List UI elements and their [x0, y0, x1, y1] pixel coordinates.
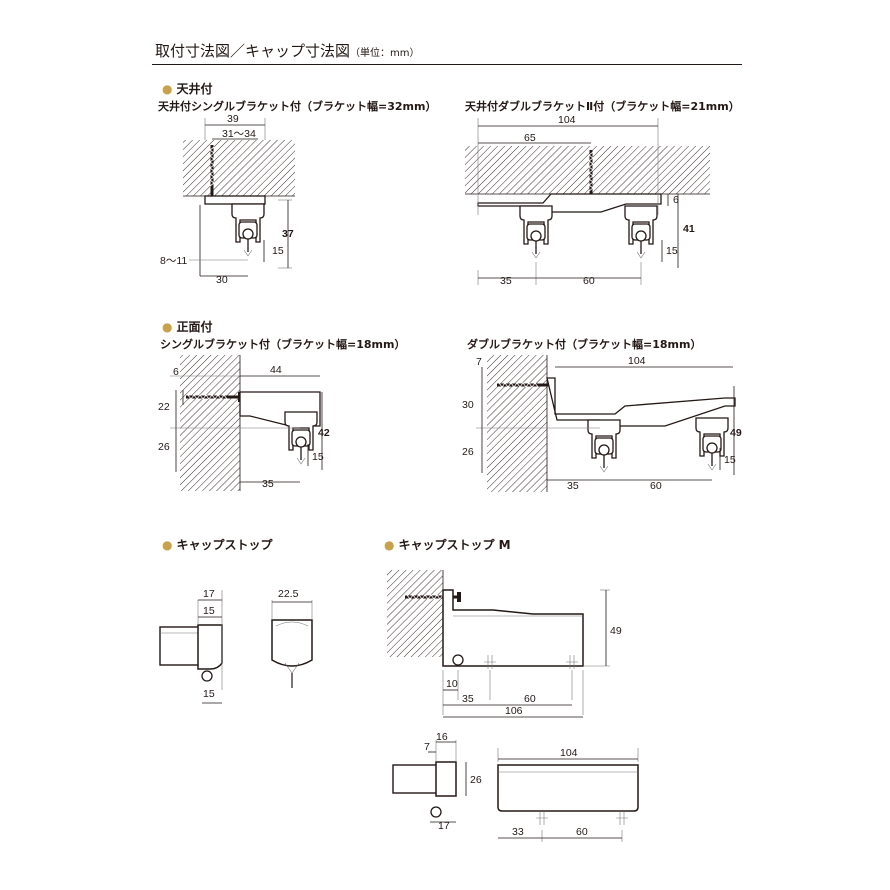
- wall-hatch: [387, 570, 443, 657]
- ceiling-hatch: [465, 146, 710, 194]
- bullet-icon: ●: [384, 538, 395, 552]
- dim-106: 106: [505, 705, 523, 717]
- dim-6: 6: [673, 194, 679, 206]
- heading-text: 天井付: [176, 82, 213, 96]
- ceiling-single-title: 天井付シングルブラケット付（ブラケット幅=32mm）: [158, 100, 437, 113]
- dim-33: 33: [512, 826, 524, 838]
- dim-26: 26: [462, 446, 474, 458]
- dim-16: 16: [436, 731, 448, 743]
- dim-44: 44: [270, 364, 282, 376]
- dim-42: 42: [318, 427, 330, 439]
- dim-35: 35: [462, 693, 474, 705]
- dim-15: 15: [272, 245, 284, 257]
- front-double-title: ダブルブラケット付（ブラケット幅=18mm）: [467, 338, 702, 351]
- dim-60-b: 60: [576, 826, 588, 838]
- dim-26: 26: [158, 441, 170, 453]
- wall-hatch: [180, 355, 240, 491]
- unit-label: （単位：mm）: [350, 48, 420, 59]
- heading-text: キャップストップ: [176, 538, 273, 552]
- section-heading-capstop: ●キャップストップ: [162, 536, 273, 553]
- dim-6: 6: [173, 366, 179, 378]
- front-single-diagram: 6 44 22 26 42 15 35: [158, 355, 330, 491]
- front-double-diagram: 7 104 30 26 49 15 35 60: [462, 355, 742, 492]
- dim-22: 22: [158, 401, 170, 413]
- ceiling-single-diagram: 39 31～34 37 15 8～11 30: [160, 113, 295, 286]
- heading-text: 正面付: [176, 320, 213, 334]
- title-rule: [152, 64, 742, 65]
- wall-hatch: [487, 355, 547, 492]
- ceiling-double-title: 天井付ダブルブラケットⅡ付（ブラケット幅=21mm）: [465, 100, 740, 113]
- bullet-icon: ●: [162, 320, 173, 334]
- page-title: 取付寸法図／キャップ寸法図（単位：mm）: [155, 40, 420, 61]
- dim-15: 15: [203, 605, 215, 617]
- front-single-title: シングルブラケット付（ブラケット幅=18mm）: [160, 338, 406, 351]
- dim-15: 15: [666, 245, 678, 257]
- dim-60: 60: [583, 275, 595, 287]
- title-text: 取付寸法図／キャップ寸法図: [155, 42, 351, 60]
- dim-60: 60: [524, 693, 536, 705]
- dim-15-bottom: 15: [203, 688, 215, 700]
- dim-104: 104: [628, 355, 646, 367]
- dim-41: 41: [683, 223, 695, 235]
- dim-22-5: 22.5: [278, 588, 299, 600]
- dim-104: 104: [558, 114, 576, 126]
- heading-text: キャップストップ M: [398, 538, 511, 552]
- dim-37: 37: [282, 228, 294, 240]
- dim-8-11: 8～11: [160, 255, 187, 267]
- ceiling-double-diagram: 104 65 6 41 15 35 60: [465, 114, 710, 287]
- dim-49: 49: [610, 625, 622, 637]
- section-heading-capstop-m: ●キャップストップ M: [384, 536, 511, 553]
- dim-49: 49: [730, 427, 742, 439]
- dim-104: 104: [560, 747, 578, 759]
- dim-60: 60: [650, 480, 662, 492]
- dim-17: 17: [438, 820, 450, 832]
- section-heading-ceiling: ●天井付: [162, 80, 213, 97]
- dim-10: 10: [446, 678, 458, 690]
- dim-35: 35: [262, 478, 274, 490]
- dim-35: 35: [567, 480, 579, 492]
- dim-30: 30: [216, 274, 228, 286]
- dim-17: 17: [203, 588, 215, 600]
- bullet-icon: ●: [162, 82, 173, 96]
- dim-7: 7: [424, 741, 430, 753]
- dim-7: 7: [476, 356, 482, 368]
- dim-31-34: 31～34: [222, 128, 256, 140]
- dim-39: 39: [227, 113, 239, 125]
- dim-30: 30: [462, 399, 474, 411]
- dim-15: 15: [312, 451, 324, 463]
- dim-65: 65: [524, 132, 536, 144]
- dim-15: 15: [724, 454, 736, 466]
- dim-26: 26: [470, 774, 482, 786]
- dim-35: 35: [500, 275, 512, 287]
- section-heading-front: ●正面付: [162, 318, 213, 335]
- capstop-diagram: 17 15 15 22.5: [159, 588, 313, 704]
- bullet-icon: ●: [162, 538, 173, 552]
- capstop-m-diagram: 49 10 35 60 106 16 7 26 17 104 33 60: [387, 570, 639, 842]
- ceiling-hatch: [183, 140, 295, 196]
